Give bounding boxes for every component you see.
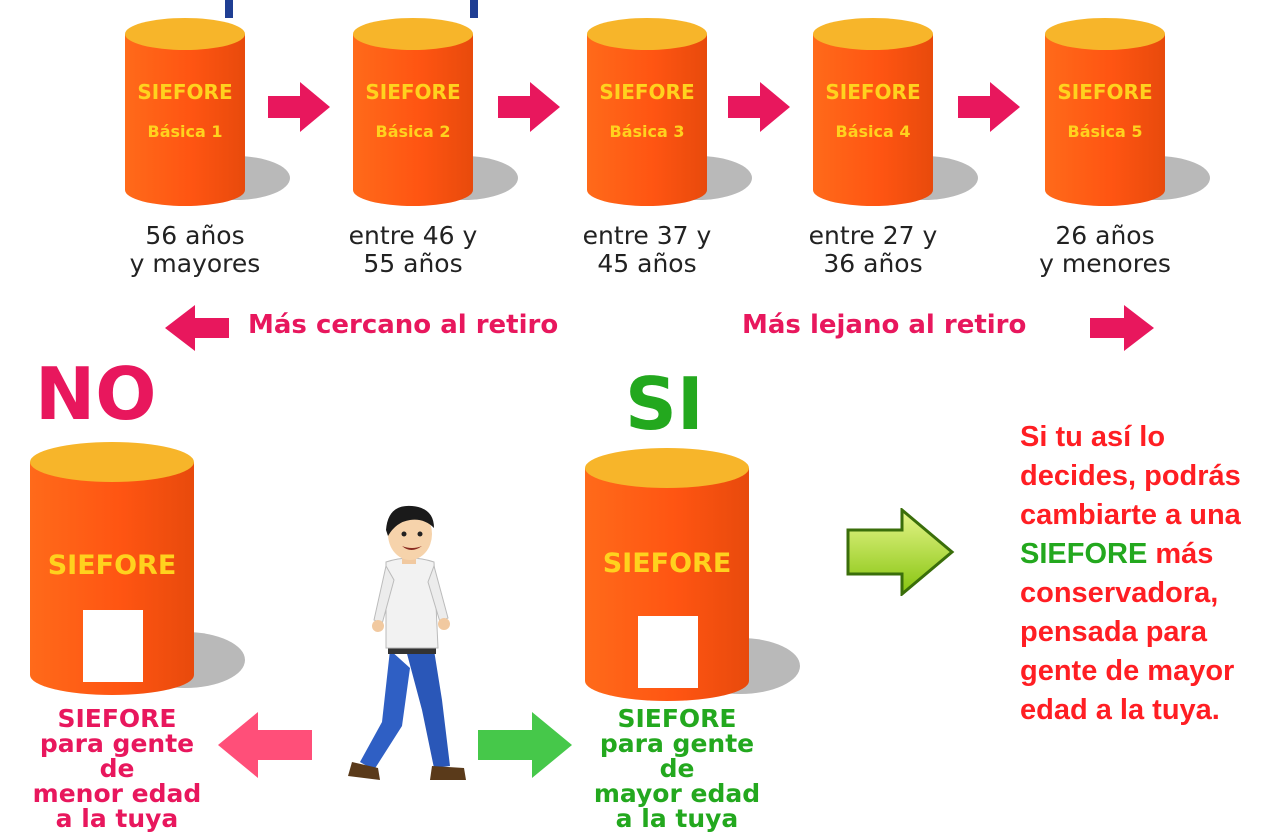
cylinder-graphic: [125, 18, 290, 206]
arrow-left-icon: [218, 712, 312, 778]
closer-to-retirement-label: Más cercano al retiro: [248, 310, 559, 340]
top-edge-mark-2: [470, 0, 478, 18]
person-walking-illustration: [348, 505, 466, 780]
cylinder-label-basica: Básica 3: [609, 122, 685, 141]
siefore-cylinder-2: SIEFORE Básica 2: [348, 10, 518, 210]
age-range-4: entre 27 y 36 años: [808, 221, 938, 278]
description-part-1: Si tu así lo decides, podrás cambiarte a…: [1020, 421, 1241, 531]
si-heading: SI: [625, 362, 704, 446]
cylinder-label-basica: Básica 4: [835, 122, 911, 141]
cylinder-label-siefore: SIEFORE: [825, 80, 921, 104]
no-caption: SIEFORE para gente de menor edad a la tu…: [32, 704, 202, 833]
si-caption: SIEFORE para gente de mayor edad a la tu…: [593, 704, 761, 833]
cylinder-label-siefore: SIEFORE: [365, 80, 461, 104]
age-range-3: entre 37 y 45 años: [582, 221, 712, 278]
arrow-left-icon: [165, 305, 229, 351]
arrow-right-icon: [268, 82, 330, 132]
arrow-right-icon: [478, 712, 572, 778]
arrow-right-outline-icon: [846, 508, 955, 596]
age-range-1: 56 años y mayores: [129, 221, 261, 278]
si-cylinder: SIEFORE: [580, 436, 800, 706]
cylinder-graphic: [585, 448, 800, 701]
age-range-5: 26 años y menores: [1039, 221, 1171, 278]
siefore-cylinder-5: SIEFORE Básica 5: [1040, 10, 1210, 210]
cylinder-graphic: [587, 18, 752, 206]
siefore-cylinder-3: SIEFORE Básica 3: [582, 10, 752, 210]
age-range-2: entre 46 y 55 años: [348, 221, 478, 278]
no-cylinder: SIEFORE: [25, 430, 245, 700]
cylinder-label-siefore: SIEFORE: [137, 80, 233, 104]
cylinder-label-siefore: SIEFORE: [47, 550, 177, 581]
cylinder-label-basica: Básica 1: [147, 122, 223, 141]
farther-from-retirement-label: Más lejano al retiro: [742, 310, 1027, 340]
description-part-2: más conservadora, pensada para gente de …: [1020, 538, 1235, 726]
top-edge-mark: [225, 0, 233, 18]
cylinder-label-basica: Básica 5: [1067, 122, 1143, 141]
cylinder-graphic: [30, 442, 245, 695]
cylinder-label-siefore: SIEFORE: [599, 80, 695, 104]
siefore-cylinder-1: SIEFORE Básica 1: [120, 10, 290, 210]
cylinder-label-basica: Básica 2: [375, 122, 451, 141]
cylinder-graphic: [813, 18, 978, 206]
description-highlight: SIEFORE: [1020, 538, 1148, 570]
arrow-right-icon: [498, 82, 560, 132]
cylinder-graphic: [1045, 18, 1210, 206]
cylinder-label-siefore: SIEFORE: [1057, 80, 1153, 104]
arrow-right-icon: [728, 82, 790, 132]
arrow-right-icon: [1090, 305, 1154, 351]
description-text: Si tu así lo decides, podrás cambiarte a…: [1020, 418, 1265, 730]
arrow-right-icon: [958, 82, 1020, 132]
cylinder-label-siefore: SIEFORE: [602, 548, 732, 579]
no-heading: NO: [35, 352, 157, 436]
cylinder-graphic: [353, 18, 518, 206]
siefore-cylinder-4: SIEFORE Básica 4: [808, 10, 978, 210]
